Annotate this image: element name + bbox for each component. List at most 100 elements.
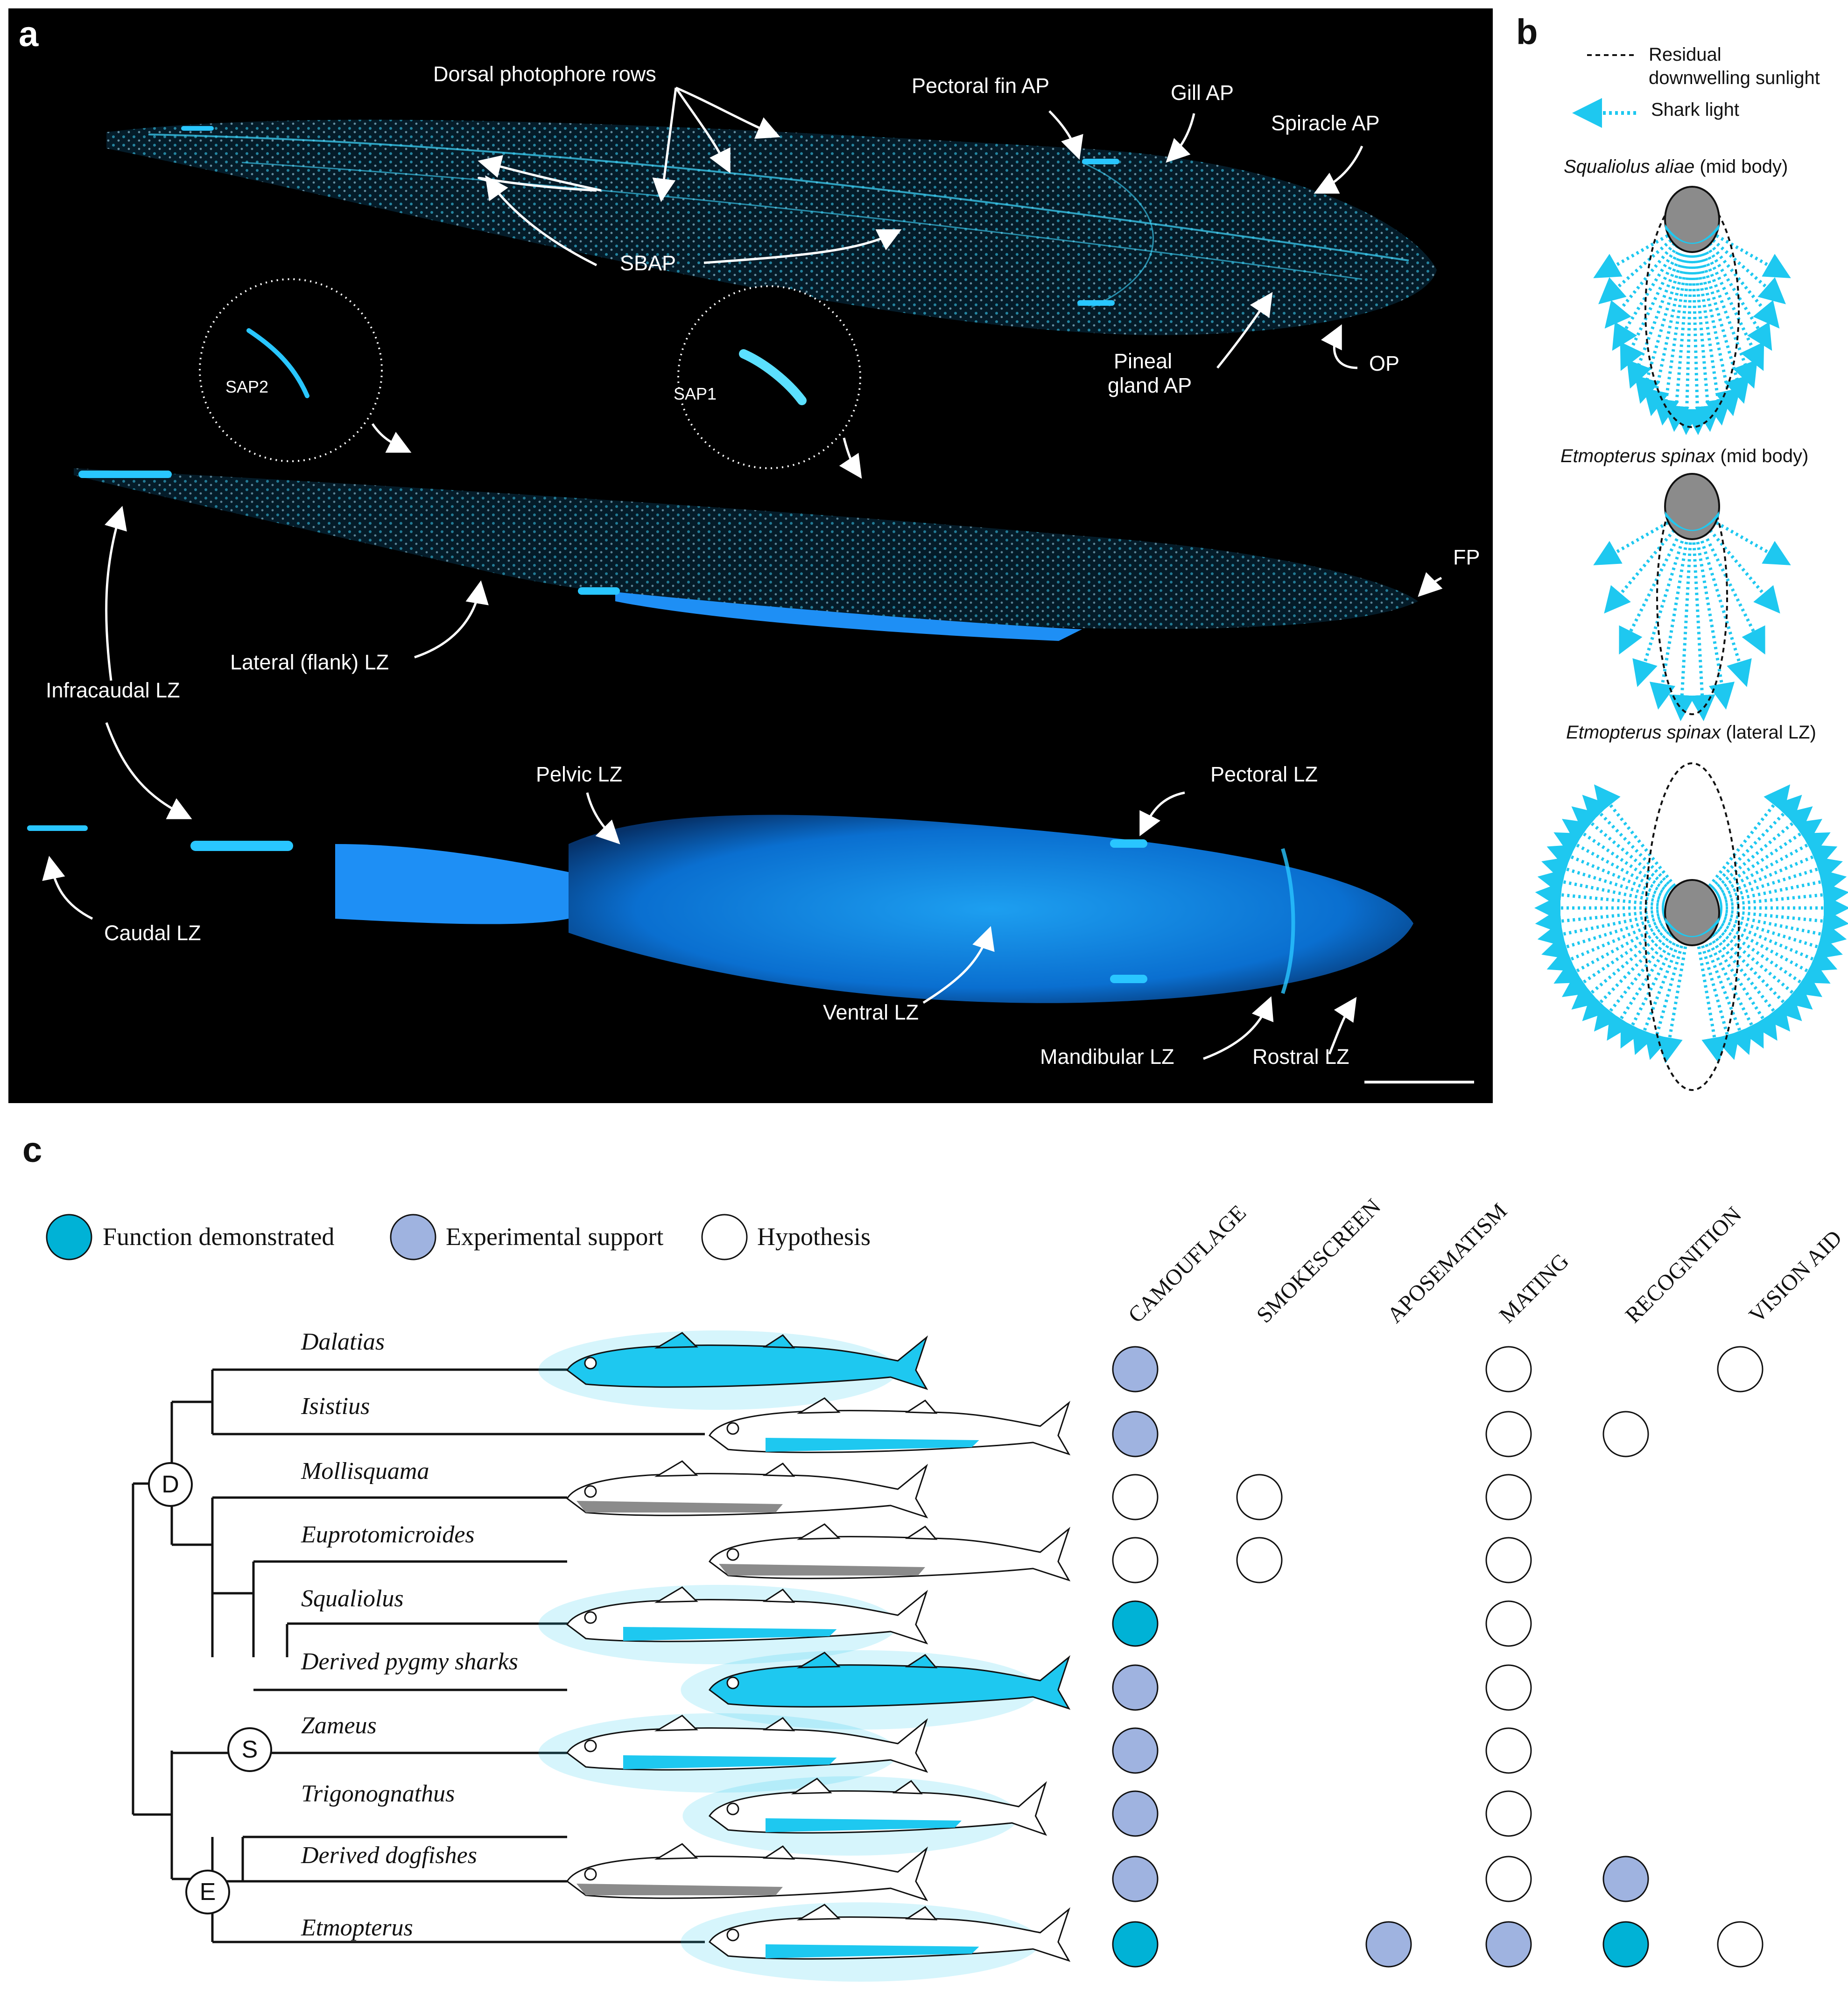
- dorsal-fin: [796, 1652, 841, 1668]
- mark-derived-dogfishes-recognition: [1602, 1856, 1649, 1902]
- b-species-3: Etmopterus spinax: [1566, 722, 1721, 743]
- taxon-zameus: Zameus: [301, 1712, 377, 1739]
- shark-light-ray: [1594, 784, 1693, 909]
- dorsal-fin: [654, 1715, 698, 1731]
- shark-illustration-7: [538, 1713, 928, 1793]
- b-species-1: Squaliolus aliae: [1564, 156, 1695, 177]
- inset-sap1: [677, 285, 861, 469]
- shark-illustration-2: [709, 1397, 1071, 1456]
- shark-light-ray: [1571, 806, 1693, 909]
- shark-light-ray: [1691, 907, 1791, 1032]
- column-aposematism: APOSEMATISM: [1382, 1198, 1512, 1328]
- second-dorsal-fin: [905, 1654, 938, 1668]
- grey-belly: [576, 1501, 783, 1513]
- label-sap1: SAP1: [674, 384, 717, 403]
- shark-light-ray: [1691, 832, 1831, 910]
- shark-light-ray: [1691, 907, 1822, 997]
- shark-light-ray: [1635, 221, 1694, 404]
- b-title-1: Squaliolus aliae (mid body): [1564, 156, 1788, 177]
- b-note-3: (lateral LZ): [1726, 722, 1816, 743]
- legend-circle-1: [46, 1214, 92, 1260]
- shark-eye: [726, 1676, 739, 1689]
- grey-belly: [576, 1884, 783, 1895]
- shark-light-ray: [1690, 221, 1764, 371]
- residual-sunlight-outline: [1644, 762, 1740, 1091]
- shark-light-ray: [1562, 907, 1693, 997]
- b-diagram-2: [1656, 473, 1728, 715]
- taxon-shark-illustrations: [538, 1330, 1071, 1982]
- panel-c-letter: c: [22, 1130, 42, 1170]
- shark-light-ray: [1684, 221, 1711, 436]
- shark-light-ray: [1690, 508, 1752, 687]
- shark-body: [566, 1718, 928, 1773]
- shark-light-ray: [1690, 508, 1735, 710]
- legend-function-demonstrated: Function demonstrated: [103, 1223, 335, 1251]
- shark-light-ray: [1691, 220, 1791, 278]
- ventral-photophore-band: [1665, 917, 1719, 937]
- shark-light-ray: [1691, 221, 1772, 351]
- shark-light-ray: [1691, 906, 1843, 960]
- column-smokescreen: SMOKESCREEN: [1251, 1194, 1386, 1328]
- shark-light-ray: [1644, 908, 1694, 1060]
- shark-light-ray: [1541, 856, 1693, 910]
- mark-etmopterus-mating: [1485, 1921, 1532, 1968]
- mark-zameus-camouflage: [1112, 1727, 1159, 1774]
- shark-light-ray: [1691, 844, 1838, 910]
- shark-light-ray: [1691, 220, 1786, 304]
- label-mandibular-lz: Mandibular LZ: [1040, 1045, 1174, 1069]
- taxon-derived-pygmy-sharks: Derived pygmy sharks: [301, 1648, 518, 1675]
- mark-derived-pygmy-sharks-camouflage: [1112, 1664, 1159, 1711]
- shark-light-ray: [1691, 907, 1802, 1021]
- shark-eye: [726, 1548, 739, 1561]
- glow-halo: [682, 1776, 1019, 1856]
- label-ventral-lz: Ventral LZ: [823, 1000, 919, 1024]
- mark-etmopterus-aposematism: [1365, 1921, 1412, 1968]
- ventral-photophore-band: [1665, 511, 1719, 531]
- label-pectoral-fin-ap: Pectoral fin AP: [912, 74, 1050, 98]
- shark-light-ray: [1535, 906, 1693, 935]
- shark-light-ray: [1690, 221, 1721, 432]
- shark-light-ray: [1562, 819, 1693, 909]
- second-dorsal-fin: [762, 1334, 795, 1349]
- shark-light-ray: [1649, 508, 1694, 710]
- taxon-derived-dogfishes: Derived dogfishes: [301, 1842, 477, 1869]
- shark-body: [709, 1907, 1071, 1962]
- shark-body-cross-section: [1664, 473, 1720, 540]
- dorsal-fin: [796, 1904, 841, 1921]
- shark-light-ray: [1692, 869, 1847, 910]
- shark-illustration-10: [681, 1902, 1071, 1982]
- shark-eye: [584, 1485, 597, 1498]
- label-pineal-line2: gland AP: [1108, 373, 1192, 397]
- shark-light-ray: [1691, 795, 1802, 909]
- photophore-band: [766, 1944, 979, 1958]
- taxon-trigonognathus: Trigonognathus: [301, 1780, 455, 1807]
- shark-light-ray: [1593, 220, 1693, 278]
- label-pectoral-lz: Pectoral LZ: [1210, 762, 1318, 786]
- shark-light-ray: [1691, 856, 1843, 910]
- mark-derived-dogfishes-mating: [1485, 1856, 1532, 1902]
- shark-body-cross-section: [1664, 186, 1720, 253]
- residual-sunlight-outline: [1644, 193, 1740, 428]
- shark-eye: [584, 1611, 597, 1624]
- shark-light-ray: [1690, 907, 1752, 1055]
- dorsal-fin: [654, 1460, 698, 1477]
- mark-dalatias-mating: [1485, 1346, 1532, 1393]
- second-dorsal-fin: [905, 1400, 938, 1414]
- mark-trigonognathus-mating: [1485, 1790, 1532, 1837]
- b-note-1: (mid body): [1700, 156, 1788, 177]
- column-camouflage: CAMOUFLAGE: [1123, 1200, 1251, 1328]
- shark-body: [566, 1463, 928, 1519]
- shark-light-ray: [1535, 881, 1693, 910]
- shark-light-ray: [1691, 907, 1778, 1041]
- shark-ventral-view: [27, 815, 1413, 1003]
- shark-light-ray: [1691, 507, 1791, 565]
- shark-light-ray: [1632, 907, 1694, 1055]
- shark-light-ray: [1607, 907, 1693, 1041]
- shark-illustration-9: [566, 1843, 928, 1901]
- shark-light-ray: [1690, 908, 1728, 1064]
- glow-halo: [681, 1902, 1040, 1982]
- shark-light-ray: [1594, 907, 1693, 1032]
- function-matrix: [1112, 1346, 1764, 1968]
- mark-zameus-mating: [1485, 1727, 1532, 1774]
- glow-halo: [538, 1330, 898, 1410]
